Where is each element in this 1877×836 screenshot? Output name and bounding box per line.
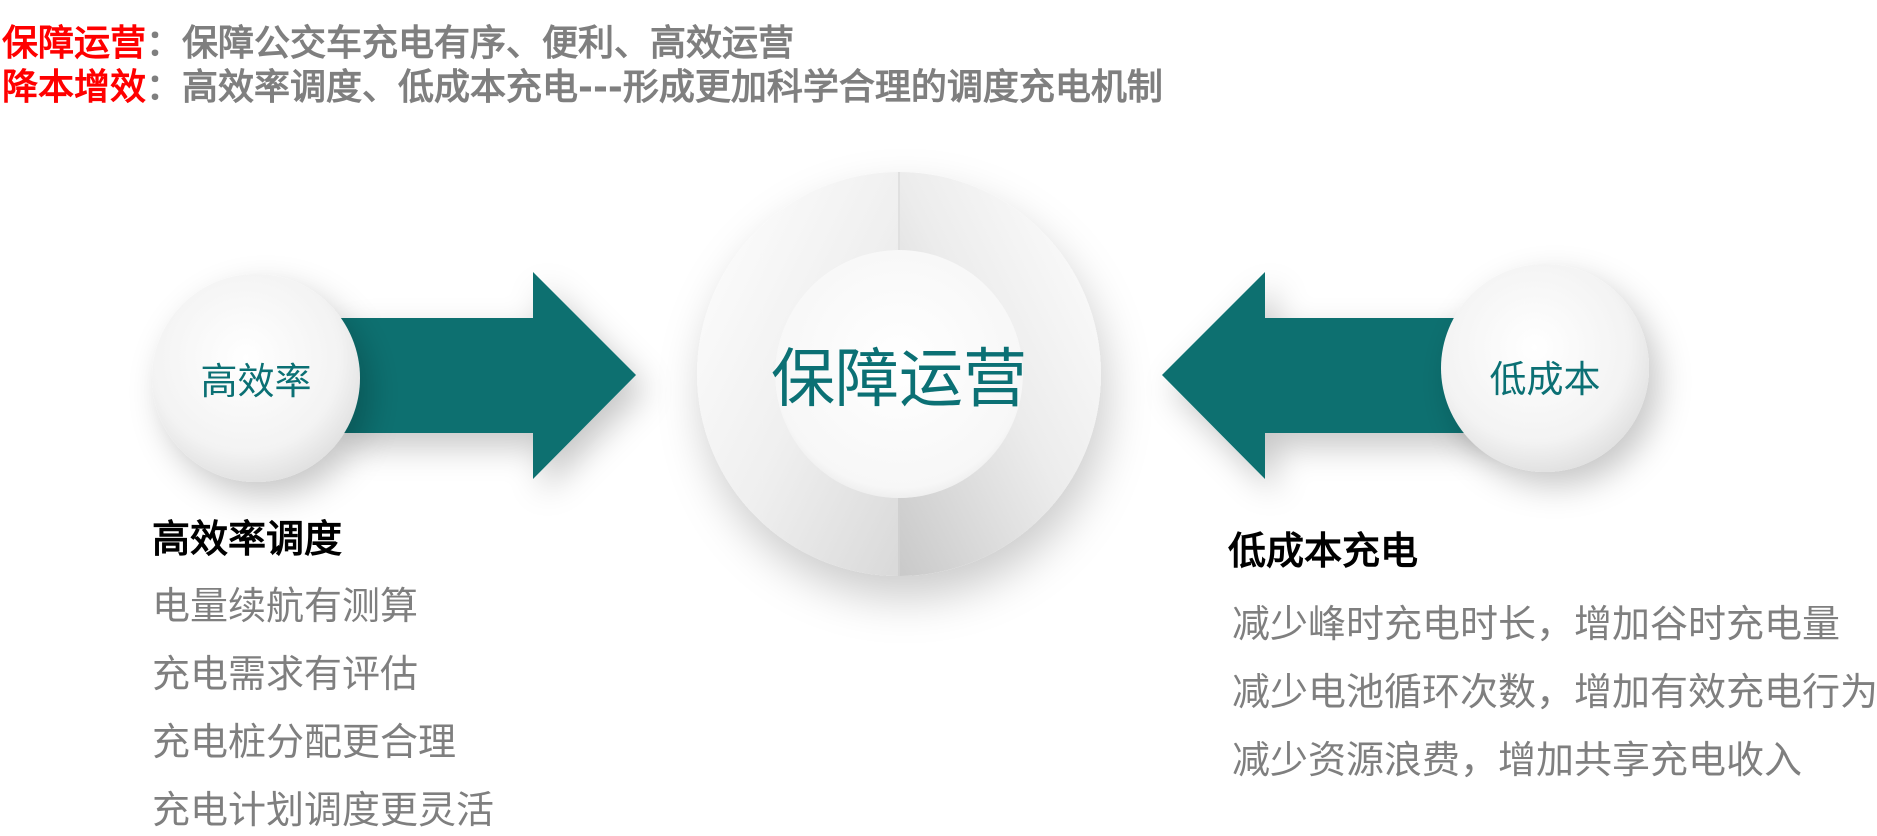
arrow-right-shape [340, 272, 636, 479]
header-line-efficiency: 降本增效：高效率调度、低成本充电---形成更加科学合理的调度充电机制 [2, 66, 1163, 110]
center-ring [697, 172, 1101, 576]
header-separator: ： [146, 23, 183, 64]
header-separator: ： [146, 67, 183, 108]
center-label: 保障运营 [771, 343, 1027, 417]
left-point-item: 充电计划调度更灵活 [152, 788, 495, 832]
left-point-item: 充电桩分配更合理 [152, 720, 457, 764]
right-section-title: 低成本充电 [1228, 529, 1419, 573]
right-bubble [1441, 264, 1649, 472]
right-bubble-label: 低成本 [1489, 358, 1601, 401]
left-point-list: 电量续航有测算 充电需求有评估 充电桩分配更合理 充电计划调度更灵活 [152, 572, 494, 836]
header-key-operation: 保障运营 [2, 23, 147, 64]
left-bubble [152, 274, 360, 482]
arrow-left-shape [1162, 272, 1500, 479]
right-point-item: 减少峰时充电时长，增加谷时充电量 [1232, 602, 1841, 646]
header-key-efficiency: 降本增效 [2, 67, 147, 108]
header-text-operation: 保障公交车充电有序、便利、高效运营 [182, 23, 795, 64]
right-point-item: 减少资源浪费，增加共享充电收入 [1232, 738, 1803, 782]
right-point-list: 减少峰时充电时长，增加谷时充电量 减少电池循环次数，增加有效充电行为 减少资源浪… [1232, 590, 1877, 794]
left-bubble-label: 高效率 [200, 360, 312, 403]
left-section-title: 高效率调度 [152, 517, 343, 561]
left-point-item: 电量续航有测算 [152, 584, 419, 628]
header-text-efficiency: 高效率调度、低成本充电---形成更加科学合理的调度充电机制 [182, 67, 1163, 108]
right-point-item: 减少电池循环次数，增加有效充电行为 [1232, 670, 1877, 714]
left-point-item: 充电需求有评估 [152, 652, 419, 696]
header-line-operation: 保障运营：保障公交车充电有序、便利、高效运营 [2, 22, 794, 66]
